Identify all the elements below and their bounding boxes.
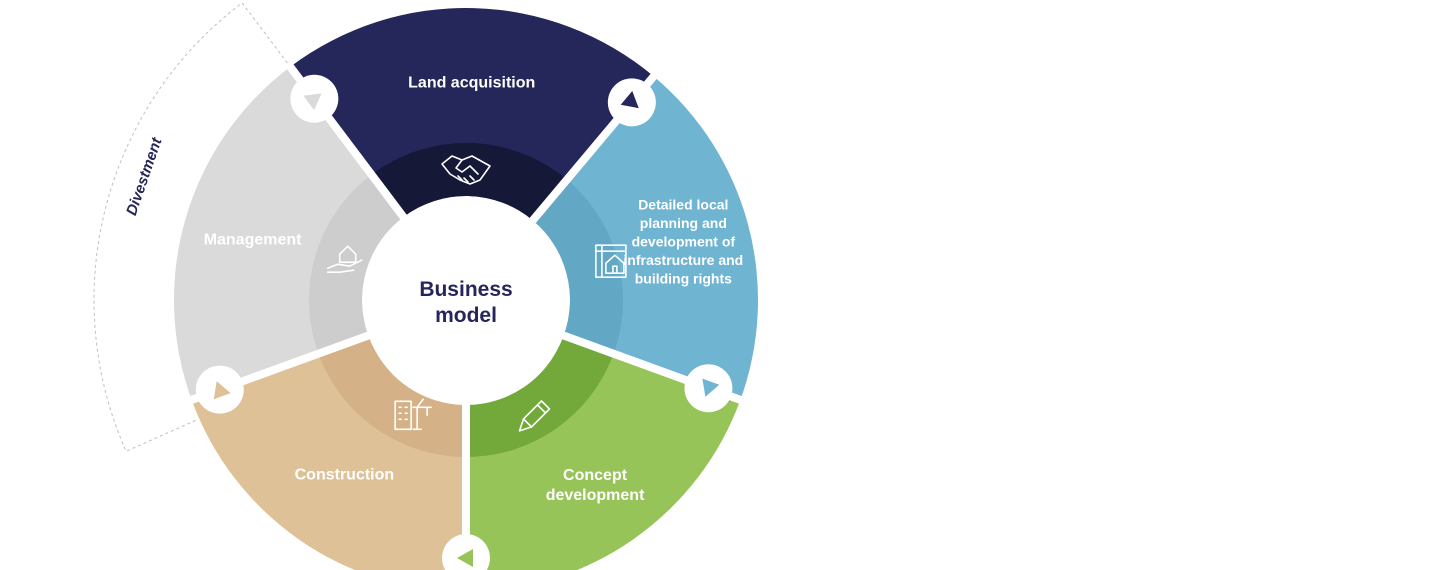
connector-arrow-icon — [442, 534, 490, 570]
building-crane-icon — [394, 398, 432, 431]
segment-label-construction: Construction — [295, 466, 395, 483]
center-circle — [363, 199, 569, 405]
connector-arrow-icon — [195, 365, 244, 414]
segment-label-detailed-local-planning: planning and — [640, 215, 727, 231]
segment-label-detailed-local-planning: Detailed local — [638, 197, 728, 213]
segment-inner-detailed-local-planning — [532, 179, 623, 354]
handshake-icon — [441, 155, 491, 185]
segment-label-detailed-local-planning: development of — [632, 234, 736, 250]
connector-arrow-icon — [290, 74, 339, 123]
connector-triangle — [702, 378, 720, 397]
center-title-line1: Business — [419, 278, 512, 301]
connector-triangle — [303, 93, 322, 111]
segment-label-concept-development: Concept — [563, 467, 628, 484]
connector-triangle — [457, 549, 473, 567]
connector-arrow-icon — [607, 78, 656, 127]
house-blueprint-icon — [595, 244, 627, 278]
house-in-hand-icon — [326, 245, 363, 274]
segment-label-land-acquisition: Land acquisition — [408, 75, 535, 92]
segment-label-concept-development: development — [546, 487, 645, 504]
segments-layer — [174, 8, 758, 570]
divestment-arc — [93, 2, 289, 452]
segment-land-acquisition — [290, 8, 654, 221]
icons-layer — [326, 155, 627, 432]
connectors-layer — [195, 74, 733, 570]
segment-inner-land-acquisition — [371, 143, 567, 221]
divestment-label: Divestment — [123, 135, 166, 218]
center-hub: Business model — [363, 199, 569, 405]
pen-icon — [518, 400, 551, 432]
connector-triangle — [620, 90, 639, 109]
segment-inner-construction — [318, 335, 466, 457]
connector-triangle — [213, 381, 231, 400]
segment-label-detailed-local-planning: building rights — [635, 271, 732, 287]
segment-inner-management — [308, 174, 404, 354]
segment-label-detailed-local-planning: infrastructure and — [623, 252, 743, 268]
connector-circle — [442, 534, 490, 570]
segment-label-management: Management — [204, 231, 302, 248]
center-title-line2: model — [435, 304, 497, 327]
connector-arrow-icon — [684, 364, 733, 413]
segment-inner-concept-development — [466, 335, 614, 457]
